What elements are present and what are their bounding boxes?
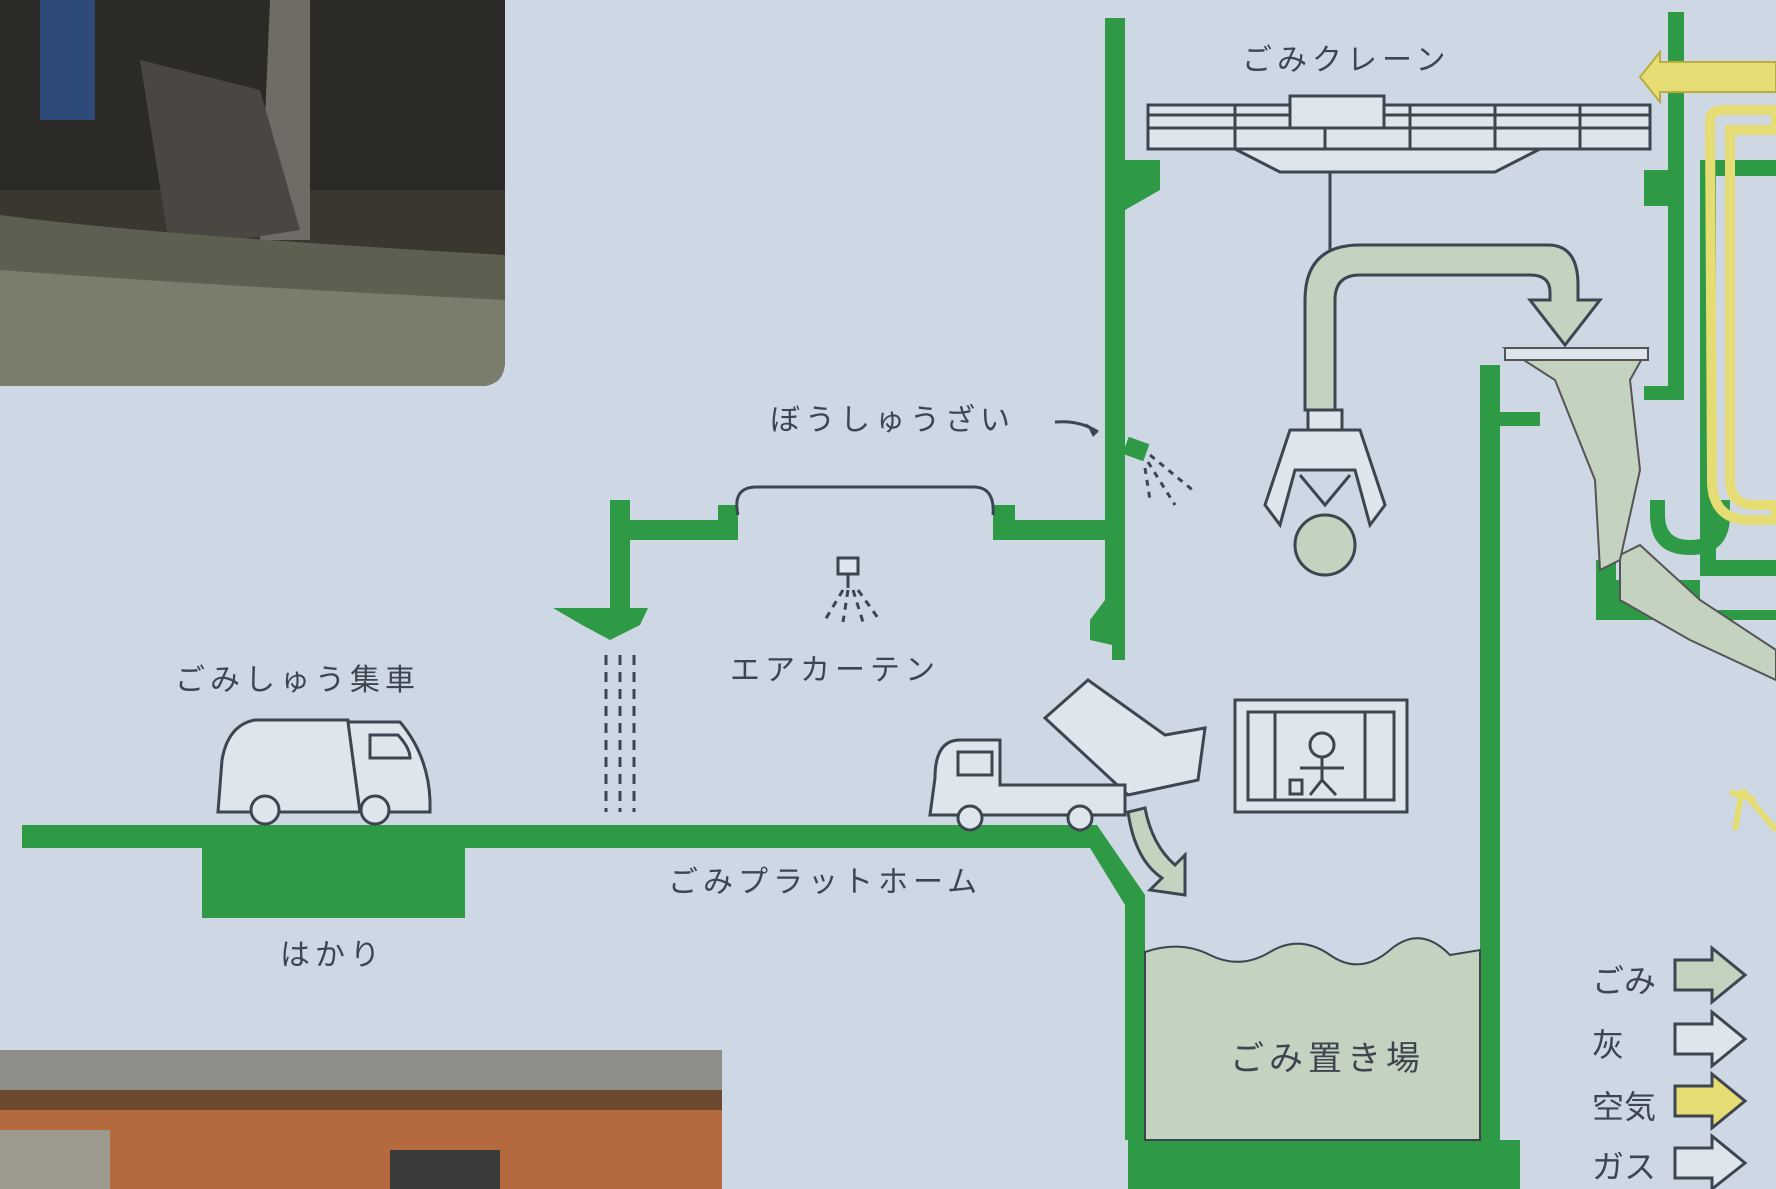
label-garbage-pit: ごみ置き場 — [1230, 1039, 1425, 1079]
dump-arrow — [1126, 806, 1187, 897]
legend-label-3: ガス — [1592, 1148, 1656, 1186]
flow-legend: ごみ 灰 空気 ガス — [1592, 944, 1748, 1189]
legend-arrow-0 — [1673, 944, 1748, 1006]
label-scale: はかり — [280, 938, 385, 973]
legend-label-2: 空気 — [1592, 1088, 1656, 1126]
pit-garbage — [1144, 937, 1481, 1141]
photo-building — [0, 1050, 722, 1189]
crane-operator-room — [1233, 698, 1409, 814]
collection-truck — [216, 718, 432, 826]
legend-arrow-1 — [1673, 1008, 1748, 1070]
crane-grab — [1263, 408, 1387, 577]
label-collection-truck: ごみしゅう集車 — [175, 663, 420, 698]
dump-truck — [928, 678, 1207, 832]
legend-arrow-3 — [1673, 1132, 1748, 1189]
legend-label-1: 灰 — [1592, 1026, 1624, 1064]
crane-transfer-arrow — [1303, 243, 1604, 412]
furnace-structure — [1596, 12, 1776, 832]
air-curtain-spray — [604, 655, 636, 812]
label-air-curtain: エアカーテン — [730, 653, 940, 688]
label-garbage-crane: ごみクレーン — [1242, 43, 1451, 78]
crane-rail — [1146, 94, 1652, 390]
deodorant-nozzle — [1054, 420, 1196, 506]
building-structure — [22, 18, 1540, 1189]
air-curtain-duct — [735, 485, 995, 516]
photo-garbage-pit — [0, 0, 505, 386]
air-curtain-nozzle — [823, 556, 880, 623]
legend-arrow-2 — [1673, 1070, 1748, 1132]
label-platform: ごみプラットホーム — [668, 865, 982, 900]
label-deodorant: ぼうしゅうざい — [770, 403, 1015, 438]
legend-label-0: ごみ — [1592, 962, 1656, 1000]
